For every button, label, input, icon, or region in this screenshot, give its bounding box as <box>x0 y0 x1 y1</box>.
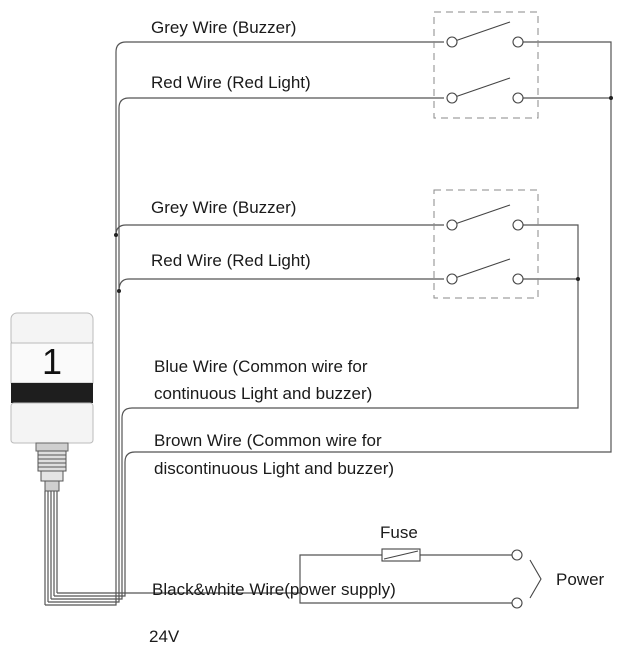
junction-dot <box>114 233 118 237</box>
wire-routing <box>45 41 613 606</box>
mount-flange <box>35 442 69 452</box>
brown-wire-label-line2: discontinuous Light and buzzer) <box>154 459 394 478</box>
mount-nut <box>40 470 64 482</box>
blue-wire-label-line1: Blue Wire (Common wire for <box>154 357 368 376</box>
junction-dot <box>609 96 613 100</box>
fuse-label: Fuse <box>380 523 418 542</box>
cable-gland <box>44 480 60 492</box>
power-terminals <box>511 549 542 609</box>
brown-wire-path <box>54 41 612 597</box>
grey-wire-top-path <box>45 41 444 606</box>
switch-box-top <box>433 11 539 119</box>
switch-light-top <box>446 77 524 104</box>
mount-thread <box>37 450 67 472</box>
grey-wire-mid-label: Grey Wire (Buzzer) <box>151 198 296 217</box>
red-wire-mid-path <box>118 278 444 292</box>
grey-wire-top-label: Grey Wire (Buzzer) <box>151 18 296 37</box>
switch-buzzer-mid <box>446 204 524 231</box>
red-wire-top-path <box>48 97 444 603</box>
blue-wire-label-line2: continuous Light and buzzer) <box>154 384 372 403</box>
tower-base <box>10 402 94 444</box>
switch-box-middle <box>433 189 539 299</box>
wire-bundle <box>44 491 58 605</box>
blue-wire-path <box>51 224 579 600</box>
power-label: Power <box>556 570 605 589</box>
red-wire-top-label: Red Wire (Red Light) <box>151 73 311 92</box>
switch-box-top-outline <box>433 11 539 119</box>
tower-light-module <box>10 342 94 384</box>
power-terminal-top <box>511 549 523 561</box>
red-wire-mid-label: Red Wire (Red Light) <box>151 251 311 270</box>
switch-light-mid <box>446 258 524 285</box>
labels: Grey Wire (Buzzer) Red Wire (Red Light) … <box>149 18 605 646</box>
tower-dark-band <box>11 383 93 403</box>
black-white-wire-path <box>57 554 382 594</box>
junction-dot <box>576 277 580 281</box>
signal-tower: 1 <box>10 312 94 605</box>
power-bracket <box>529 559 542 599</box>
unit-number: 1 <box>42 341 62 382</box>
grey-wire-mid-path <box>115 224 444 236</box>
power-return-wire <box>299 593 512 604</box>
black-white-wire-label: Black&white Wire(power supply) <box>152 580 396 599</box>
brown-wire-label-line1: Brown Wire (Common wire for <box>154 431 382 450</box>
switch-box-middle-outline <box>433 189 539 299</box>
voltage-label: 24V <box>149 627 180 646</box>
power-terminal-bottom <box>511 597 523 609</box>
switch-buzzer-top <box>446 21 524 48</box>
fuse <box>381 548 421 562</box>
junction-dot <box>117 289 121 293</box>
fuse-element <box>383 550 419 560</box>
